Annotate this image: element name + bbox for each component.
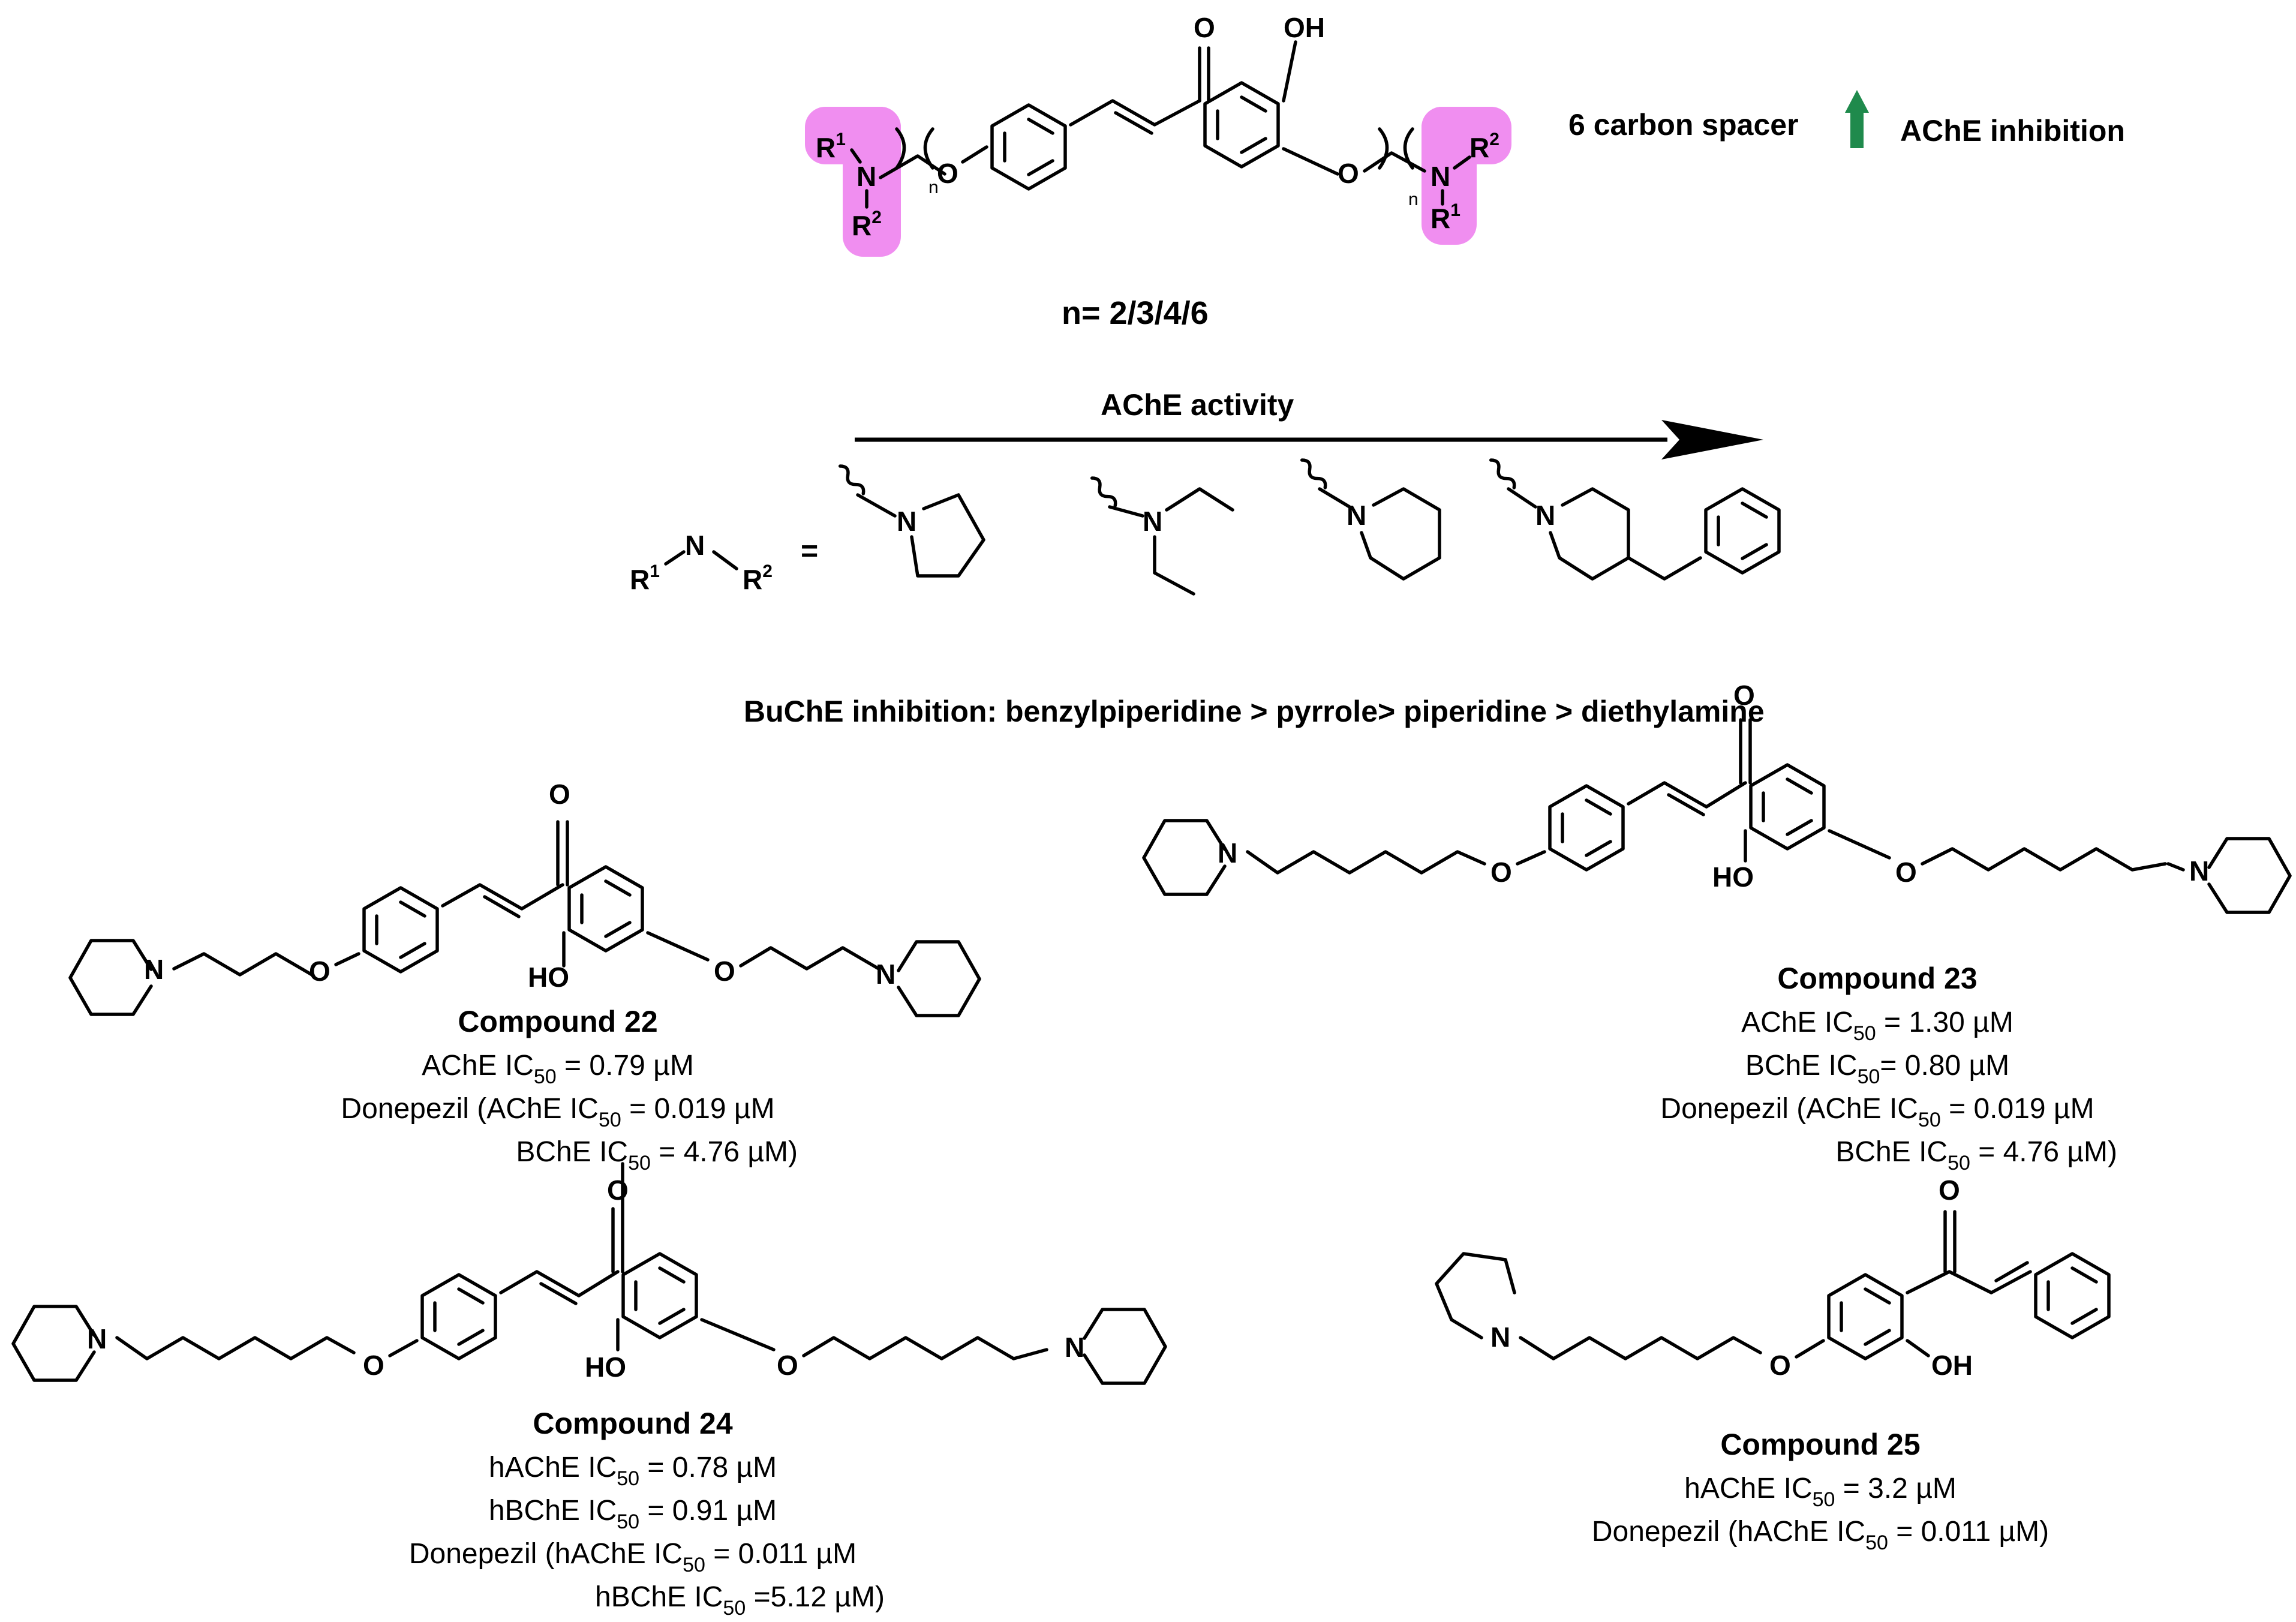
compound-title: Compound 24 bbox=[533, 1407, 733, 1440]
ic50-line: AChE IC50 = 1.30 µM bbox=[1741, 1007, 2013, 1045]
o-label-right: O bbox=[1338, 158, 1359, 189]
o-label-c23-left: O bbox=[1490, 857, 1512, 888]
o-label-c22-left: O bbox=[309, 956, 330, 987]
ic50-line: hAChE IC50 = 3.2 µM bbox=[1684, 1473, 1957, 1511]
o-label-c23-right: O bbox=[1895, 857, 1917, 888]
n-values: n= 2/3/4/6 bbox=[1062, 295, 1209, 331]
n-label-c23-left: N bbox=[1218, 837, 1237, 869]
n-label-legend: N bbox=[685, 530, 705, 561]
n-label-right: N bbox=[1431, 161, 1450, 192]
n-label-piperidine: N bbox=[1347, 500, 1366, 531]
compound-23-info: Compound 23 AChE IC50 = 1.30 µM BChE IC50=… bbox=[1660, 962, 2117, 1175]
generic-scaffold: R1 N R2 n O O OH O n N R2 R1 bbox=[805, 12, 1511, 257]
spacer-note: 6 carbon spacer bbox=[1568, 108, 1799, 142]
n-label-c23-right: N bbox=[2189, 855, 2209, 887]
o-label-c24-right: O bbox=[777, 1350, 798, 1381]
o-label-c24-ketone: O bbox=[607, 1175, 629, 1206]
o-label-c22-ketone: O bbox=[549, 779, 570, 810]
r2-label-legend: R2 bbox=[743, 561, 773, 595]
ic50-line: hBChE IC50 =5.12 µM) bbox=[595, 1581, 885, 1620]
subscript-n-left: n bbox=[928, 178, 939, 197]
r1-label-left: R1 bbox=[816, 130, 846, 163]
buche-inhibition-order: BuChE inhibition: benzylpiperidine > pyr… bbox=[744, 695, 1765, 728]
n-label-c22-right: N bbox=[876, 959, 895, 990]
oh-label-c25: OH bbox=[1931, 1350, 1973, 1381]
equals-sign: = bbox=[801, 534, 818, 567]
o-label-left: O bbox=[937, 158, 958, 189]
ic50-line: BChE IC50 = 4.76 µM) bbox=[516, 1136, 798, 1175]
n-label-left: N bbox=[857, 161, 876, 192]
ic50-line: hBChE IC50 = 0.91 µM bbox=[489, 1495, 777, 1533]
compound-24-info: Compound 24 hAChE IC50 = 0.78 µM hBChE IC5… bbox=[409, 1407, 885, 1620]
o-label-c25: O bbox=[1769, 1350, 1791, 1381]
compound-title: Compound 25 bbox=[1720, 1428, 1920, 1461]
piperidine-fragment: N bbox=[1300, 458, 1441, 581]
benzylpiperidine-fragment: N bbox=[1489, 458, 1779, 581]
n-label-c25: N bbox=[1490, 1321, 1510, 1353]
ic50-line: Donepezil (hAChE IC50 = 0.011 µM bbox=[409, 1538, 857, 1576]
r-group-highlight-left-2 bbox=[843, 107, 901, 257]
r-group-highlight-right-2 bbox=[1422, 107, 1511, 164]
o-label-c23-ketone: O bbox=[1733, 680, 1755, 711]
n-label-benzylpiperidine: N bbox=[1535, 500, 1555, 531]
pyrrolidine-fragment: N bbox=[838, 464, 985, 578]
ic50-line: Donepezil (AChE IC50 = 0.019 µM bbox=[1660, 1093, 2094, 1131]
r1-label-legend: R1 bbox=[630, 561, 660, 595]
structure-compound-23: N O O HO O N bbox=[1144, 680, 2290, 912]
compound-title: Compound 23 bbox=[1777, 962, 1977, 995]
n-label-c24-left: N bbox=[87, 1323, 107, 1354]
ic50-line: hAChE IC50 = 0.78 µM bbox=[489, 1452, 777, 1490]
r2-label-right: R2 bbox=[1469, 130, 1499, 163]
n-label-diethylamine: N bbox=[1143, 506, 1162, 537]
compound-title: Compound 22 bbox=[458, 1005, 657, 1038]
structure-compound-25: N O OH O bbox=[1435, 1175, 2109, 1381]
ache-activity-label: AChE activity bbox=[1101, 388, 1294, 422]
o-label-c24-left: O bbox=[363, 1350, 384, 1381]
structure-compound-24: N O O HO O N bbox=[13, 1162, 1165, 1383]
o-label-c22-right: O bbox=[714, 956, 735, 987]
ho-label-c23: HO bbox=[1712, 861, 1754, 893]
r1-label-right: R1 bbox=[1431, 200, 1460, 234]
ho-label-c22: HO bbox=[528, 962, 569, 993]
n-label-pyrrolidine: N bbox=[897, 506, 916, 537]
n-label-c22-left: N bbox=[144, 954, 164, 985]
activity-arrow bbox=[855, 420, 1763, 459]
compound-22-info: Compound 22 AChE IC50 = 0.79 µM Donepezil … bbox=[341, 1005, 798, 1175]
ho-label-c24: HO bbox=[585, 1351, 626, 1383]
amine-generic: R1 N R2 = bbox=[630, 530, 818, 595]
oh-label: OH bbox=[1284, 12, 1325, 43]
subscript-n-right: n bbox=[1408, 190, 1419, 209]
ic50-line: BChE IC50 = 4.76 µM) bbox=[1835, 1136, 2117, 1175]
o-label-ketone: O bbox=[1194, 12, 1215, 43]
ic50-line: Donepezil (AChE IC50 = 0.019 µM bbox=[341, 1093, 774, 1131]
ic50-line: Donepezil (hAChE IC50 = 0.011 µM) bbox=[1592, 1516, 2049, 1554]
structure-compound-22: N O O HO O N bbox=[70, 779, 979, 1016]
o-label-c25-ketone: O bbox=[1939, 1175, 1960, 1206]
ic50-line: BChE IC50= 0.80 µM bbox=[1745, 1050, 2009, 1088]
ache-inhibition-note: AChE inhibition bbox=[1900, 114, 2125, 148]
compound-25-info: Compound 25 hAChE IC50 = 3.2 µM Donepezil … bbox=[1592, 1428, 2049, 1554]
ic50-line: AChE IC50 = 0.79 µM bbox=[422, 1050, 694, 1088]
diethylamine-fragment: N bbox=[1090, 476, 1234, 596]
r2-label-left: R2 bbox=[852, 208, 882, 241]
n-label-c24-right: N bbox=[1065, 1332, 1084, 1363]
up-arrow-icon bbox=[1845, 90, 1869, 148]
